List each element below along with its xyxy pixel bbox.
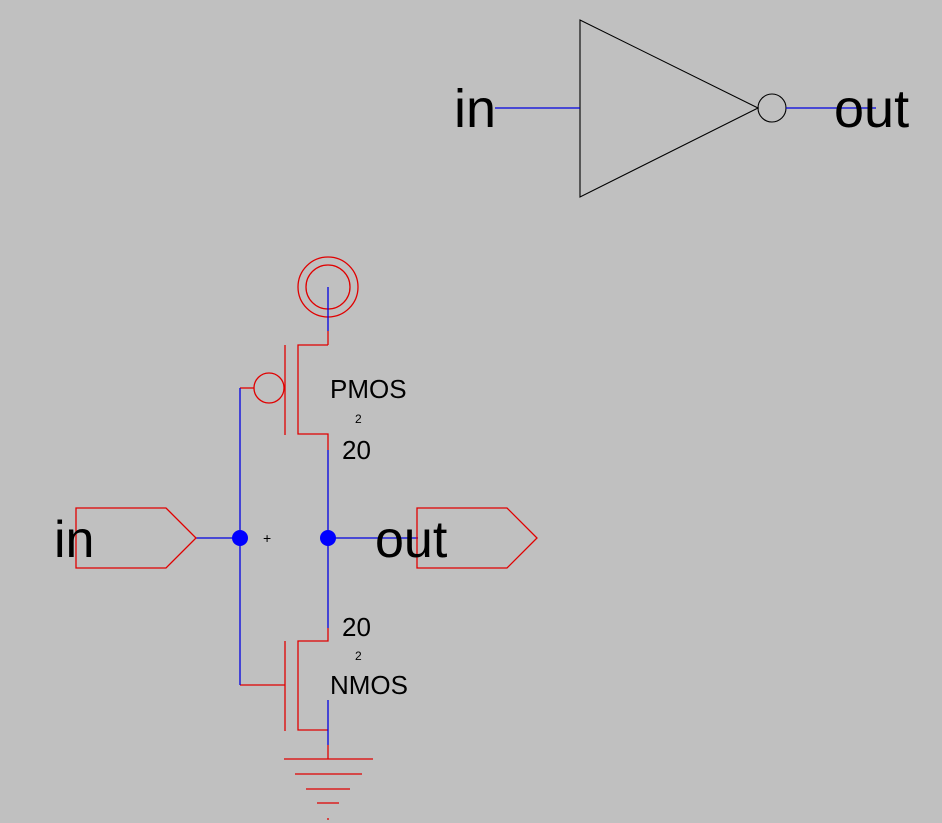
center-marker: + — [263, 530, 271, 546]
input-junction-dot[interactable] — [232, 530, 248, 546]
vdd-symbol[interactable] — [297, 256, 359, 345]
pmos-width: 20 — [342, 435, 371, 465]
output-port[interactable]: out — [375, 507, 538, 569]
inverter-icon-symbol[interactable]: in out — [454, 19, 909, 198]
nmos-transistor[interactable]: 20 2 NMOS — [240, 612, 408, 731]
nmos-length: 2 — [355, 649, 362, 663]
pmos-label: PMOS — [330, 374, 407, 404]
input-port-label: in — [54, 511, 94, 569]
input-port[interactable]: in — [54, 507, 197, 569]
inverter-bubble — [757, 93, 787, 123]
nmos-width: 20 — [342, 612, 371, 642]
output-junction-dot[interactable] — [320, 530, 336, 546]
nmos-label: NMOS — [330, 670, 408, 700]
inverter-triangle — [579, 19, 760, 198]
output-port-label: out — [375, 511, 448, 569]
pmos-length: 2 — [355, 412, 362, 426]
icon-input-label: in — [454, 79, 496, 139]
ground-symbol[interactable] — [284, 700, 373, 820]
pmos-transistor[interactable]: PMOS 2 20 — [240, 344, 407, 465]
icon-output-label: out — [834, 79, 909, 139]
